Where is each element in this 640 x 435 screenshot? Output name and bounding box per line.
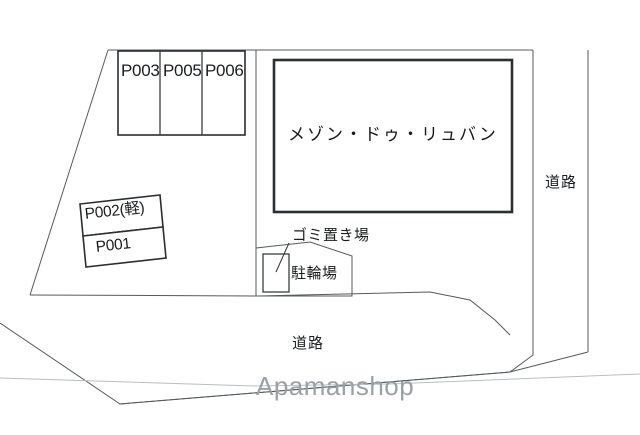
south-road-near-edge xyxy=(29,291,511,336)
parking-block-top-outline xyxy=(117,50,246,136)
garbage-leader-line xyxy=(275,242,290,273)
parking-stall-p001-shape xyxy=(82,226,167,268)
parking-stall-label-p006: P006 xyxy=(205,61,244,80)
parking-stall-label-p001: P001 xyxy=(94,235,132,256)
building-name-label: メゾン・ドゥ・リュバン xyxy=(288,125,498,145)
garbage-area-box xyxy=(262,253,290,293)
south-road-far-edge xyxy=(0,322,589,405)
parking-stall-label-p005: P005 xyxy=(163,61,202,80)
building-outline xyxy=(272,58,514,214)
parking-stall-label-p003: P003 xyxy=(121,61,160,80)
bicycle-parking-enclosure xyxy=(255,241,353,297)
bicycle-parking-label: 駐輪場 xyxy=(291,264,338,282)
road-label-east: 道路 xyxy=(545,173,578,191)
road-label-south: 道路 xyxy=(292,334,325,352)
parking-block-left xyxy=(79,194,167,268)
boundary-left-diagonal xyxy=(29,49,109,296)
apamanshop-watermark: Apamanshop xyxy=(256,371,415,401)
garbage-area-label: ゴミ置き場 xyxy=(292,226,370,244)
watermark-strike-line xyxy=(0,373,640,387)
